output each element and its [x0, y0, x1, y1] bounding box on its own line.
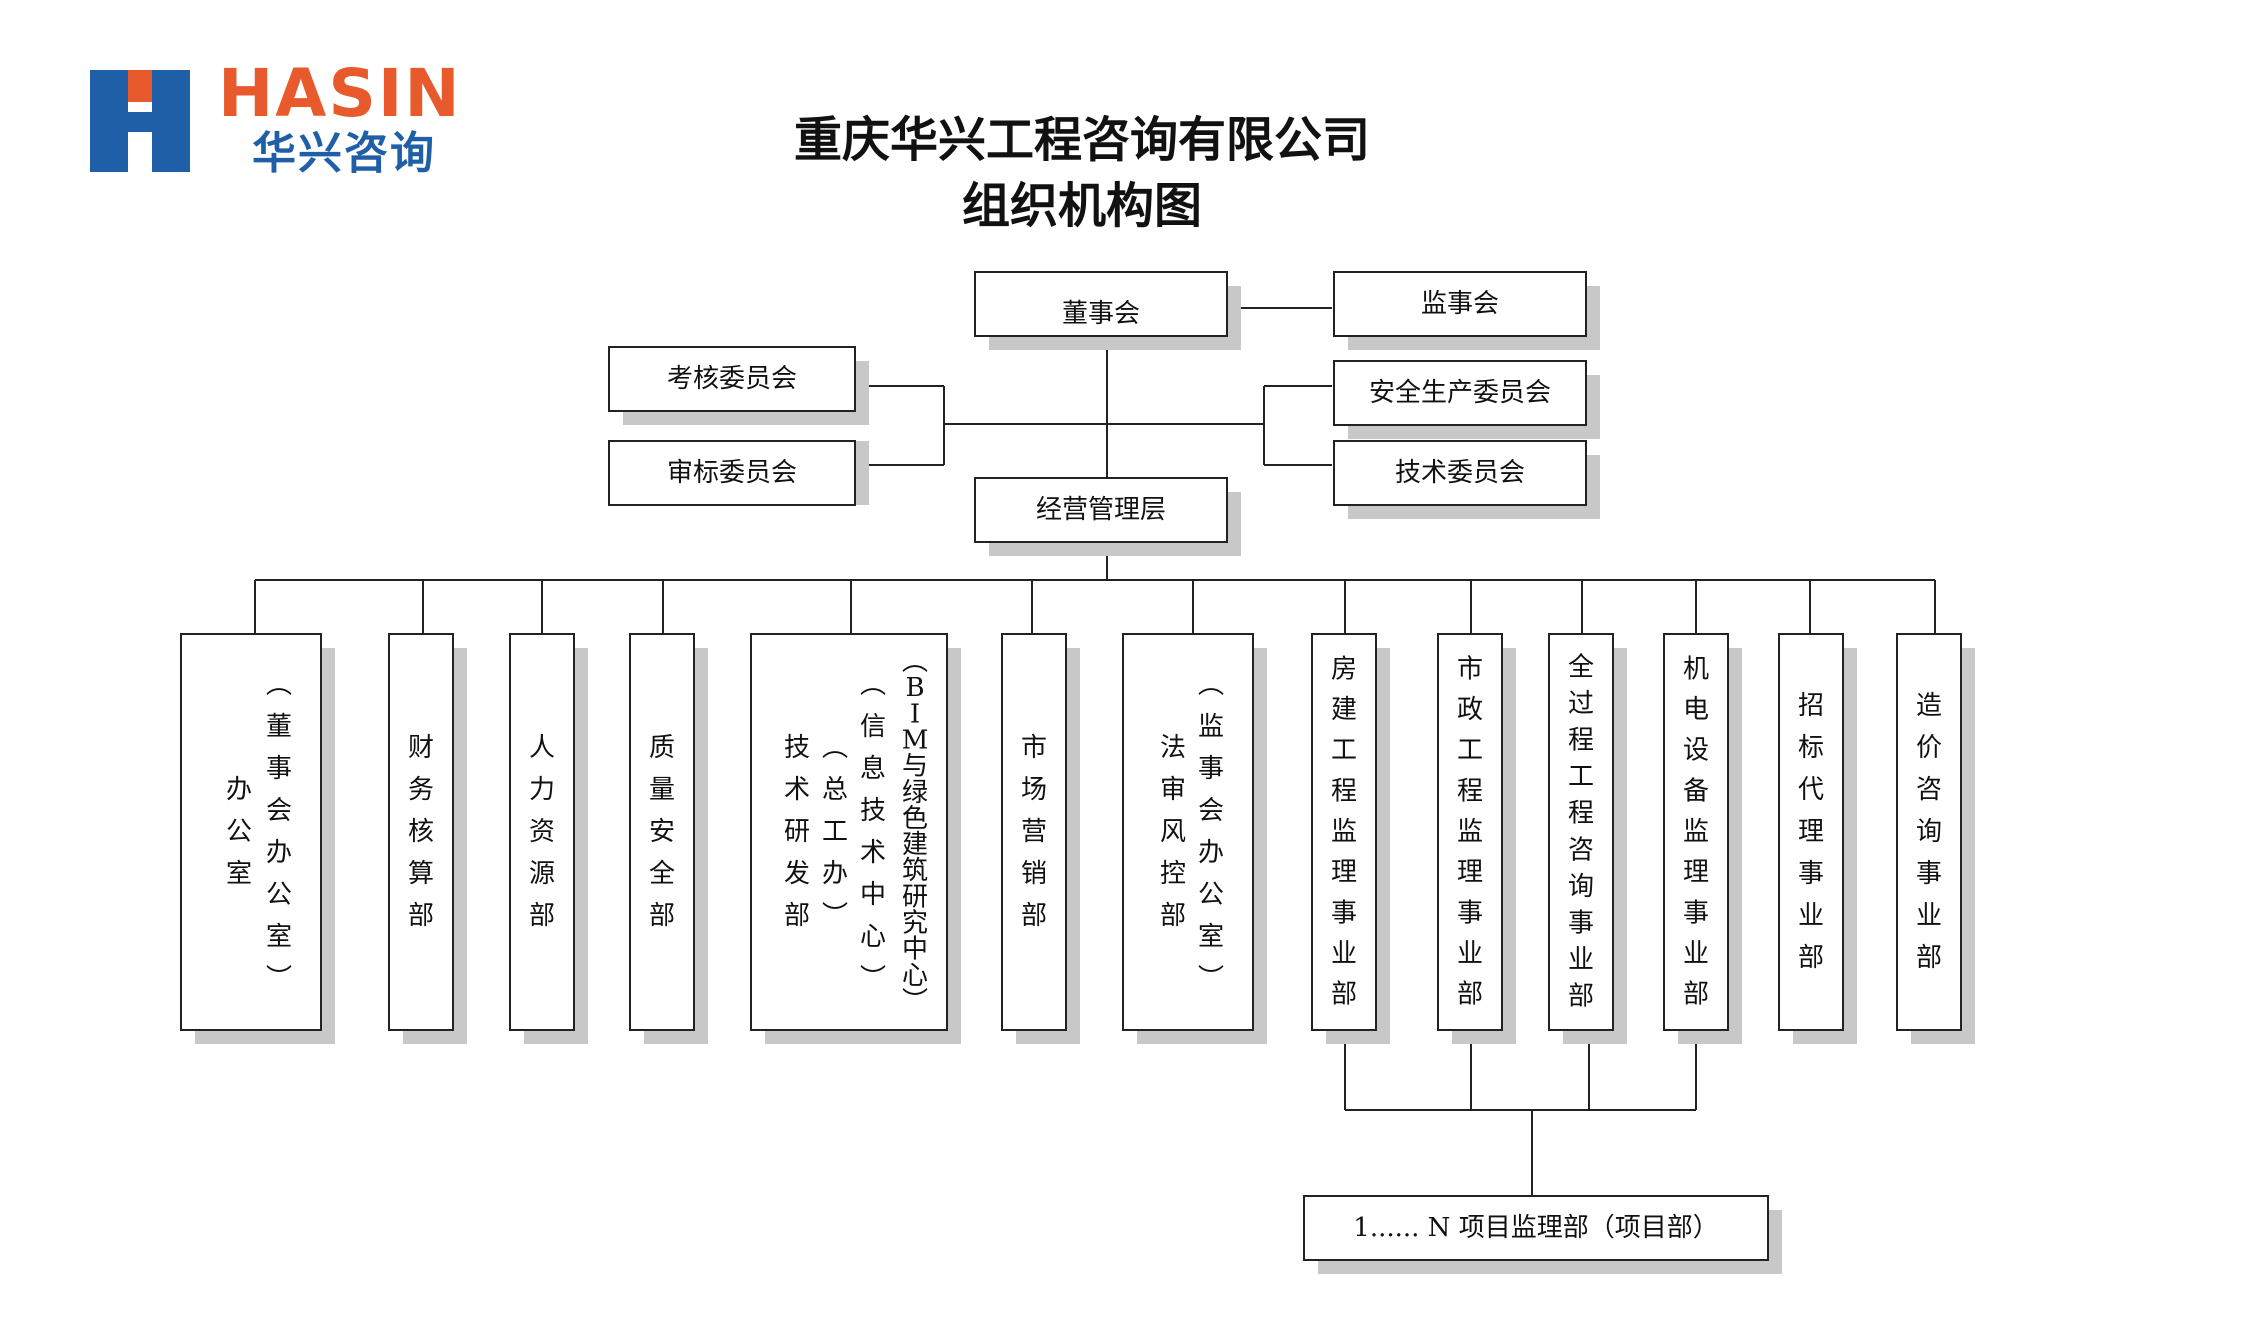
box-management: 经营管理层 [974, 477, 1241, 556]
department-label: 造价咨询事业部 [1916, 691, 1942, 973]
department-label: 人力资源部 [529, 733, 555, 931]
company-logo: HASIN 华兴咨询 [90, 55, 462, 179]
department-box: 市场营销部 [1001, 633, 1080, 1044]
chart-title: 重庆华兴工程咨询有限公司 [794, 112, 1370, 168]
project-department-label: 1...... N 项目监理部（项目部） [1353, 1213, 1718, 1243]
logo-text-cn: 华兴咨询 [252, 128, 436, 179]
department-label: 市场营销部 [1021, 733, 1047, 931]
department-label: 招标代理事业部 [1798, 691, 1824, 973]
box-technical-committee: 技术委员会 [1333, 440, 1600, 519]
board-label: 董事会 [1062, 299, 1140, 329]
department-box: 办公室 ︵董事会办公室︶ [180, 633, 335, 1044]
department-label: ︵董事会办公室︶ [266, 670, 292, 994]
department-box: 质量安全部 [629, 633, 708, 1044]
department-label: ︵信息技术中心︶ [860, 670, 886, 994]
assessment-committee-label: 考核委员会 [667, 364, 797, 394]
department-box: 法审风控部 ︵监事会办公室︶ [1122, 633, 1267, 1044]
logo-text-en: HASIN [218, 55, 462, 132]
department-label: ︵总工办︶ [822, 733, 848, 931]
department-box: 人力资源部 [509, 633, 588, 1044]
department-box: 造价咨询事业部 [1896, 633, 1975, 1044]
department-label: 市政工程监理事业部 [1457, 654, 1483, 1009]
bid-review-committee-label: 审标委员会 [667, 458, 797, 488]
logo-h-mark-icon [90, 70, 190, 172]
safety-committee-label: 安全生产委员会 [1369, 378, 1551, 408]
box-supervisors: 监事会 [1333, 271, 1600, 350]
department-label: ︵监事会办公室︶ [1198, 670, 1224, 994]
box-project-department: 1...... N 项目监理部（项目部） [1303, 1195, 1782, 1274]
technical-committee-label: 技术委员会 [1395, 458, 1525, 488]
chart-subtitle: 组织机构图 [962, 178, 1202, 234]
department-label: 技术研发部 [784, 733, 810, 931]
connector-lines [254, 307, 1936, 1196]
department-label: 机电设备监理事业部 [1683, 654, 1709, 1009]
department-label: 质量安全部 [649, 733, 675, 931]
department-label: 房建工程监理事业部 [1331, 654, 1357, 1009]
department-label: 法审风控部 [1160, 733, 1186, 931]
departments-row: 办公室 ︵董事会办公室︶ 财务核算部 人力资源部 质量安全部 技术研发部 ︵总工办︶ ︵信息技… [180, 633, 1975, 1044]
management-label: 经营管理层 [1036, 495, 1166, 525]
box-assessment-committee: 考核委员会 [608, 346, 869, 425]
department-box: 招标代理事业部 [1778, 633, 1857, 1044]
department-label: 办公室 [226, 775, 252, 889]
box-safety-committee: 安全生产委员会 [1333, 360, 1600, 439]
department-label: 全过程工程咨询事业部 [1568, 652, 1594, 1011]
department-box: 机电设备监理事业部 [1663, 633, 1742, 1044]
department-box: 财务核算部 [388, 633, 467, 1044]
box-board: 董事会 [974, 271, 1241, 350]
department-box: 全过程工程咨询事业部 [1548, 633, 1627, 1044]
supervisors-label: 监事会 [1421, 289, 1499, 319]
department-box: 房建工程监理事业部 [1311, 633, 1390, 1044]
box-bid-review-committee: 审标委员会 [608, 440, 869, 506]
department-box: 市政工程监理事业部 [1437, 633, 1516, 1044]
department-label: 财务核算部 [408, 733, 434, 931]
